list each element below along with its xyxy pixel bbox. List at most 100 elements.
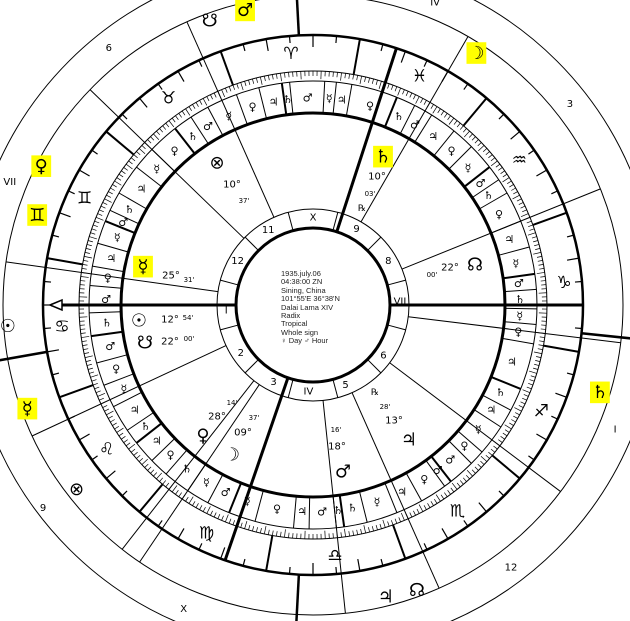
term-degree-tick bbox=[138, 148, 146, 155]
term-boundary-line bbox=[280, 83, 288, 116]
house-number-divider bbox=[287, 379, 294, 398]
term-degree-tick bbox=[85, 248, 91, 250]
term-boundary-line bbox=[471, 179, 499, 199]
term-degree-tick bbox=[522, 389, 531, 393]
term-degree-tick bbox=[87, 367, 93, 370]
chart-time: 04:38:00 ZN bbox=[281, 277, 323, 287]
zodiac-degree-tick bbox=[59, 212, 71, 218]
planet-venus-glyph: ♀ bbox=[196, 426, 209, 447]
zodiac-degree-tick bbox=[566, 257, 580, 261]
term-degree-tick bbox=[413, 510, 416, 516]
zodiac-degree-tick bbox=[463, 520, 469, 527]
term-ruler-glyph: ♀ bbox=[273, 502, 281, 515]
term-boundary-line bbox=[151, 438, 176, 461]
term-degree-tick bbox=[104, 198, 112, 203]
planet-part-of-fortune-glyph: ⊗ bbox=[209, 153, 224, 174]
zodiac-degree-tick bbox=[536, 433, 548, 441]
house-number-divider bbox=[287, 212, 294, 231]
term-degree-tick bbox=[507, 180, 512, 184]
planet-south-node-glyph: ☋ bbox=[137, 333, 153, 354]
term-ruler-glyph: ♂ bbox=[476, 177, 486, 190]
term-degree-tick bbox=[244, 81, 247, 87]
term-degree-tick bbox=[95, 390, 101, 393]
term-degree-tick bbox=[371, 526, 374, 532]
term-degree-tick bbox=[118, 173, 124, 178]
planet-moon-glyph: ☽ bbox=[224, 445, 240, 466]
term-degree-tick bbox=[477, 142, 482, 147]
term-boundary-line bbox=[430, 455, 452, 483]
planet-north-node-degree: 22° bbox=[441, 263, 459, 274]
term-degree-tick bbox=[520, 213, 529, 218]
term-degree-tick bbox=[340, 72, 342, 81]
term-boundary-line bbox=[109, 209, 140, 225]
outer-sun-glyph: ☉ bbox=[0, 316, 16, 337]
term-degree-tick bbox=[530, 375, 536, 378]
term-degree-tick bbox=[213, 92, 217, 98]
term-degree-tick bbox=[480, 455, 488, 462]
term-degree-tick bbox=[188, 496, 194, 504]
term-degree-tick bbox=[356, 529, 358, 535]
term-ruler-glyph: ♂ bbox=[410, 118, 420, 131]
term-degree-tick bbox=[136, 454, 141, 459]
term-ruler-glyph: ♄ bbox=[141, 420, 151, 433]
term-degree-tick bbox=[83, 260, 89, 262]
term-degree-tick bbox=[527, 232, 536, 236]
term-degree-tick bbox=[162, 480, 167, 485]
zodiac-degree-tick bbox=[423, 543, 428, 550]
term-degree-tick bbox=[471, 136, 476, 141]
outer-house-label-X: X bbox=[180, 604, 187, 615]
zodiac-degree-tick bbox=[52, 234, 60, 238]
term-degree-tick bbox=[540, 328, 546, 330]
term-degree-tick bbox=[485, 151, 490, 156]
chart-coords: 101°55'E 36°38'N bbox=[281, 294, 340, 304]
term-ruler-glyph: ♀ bbox=[514, 326, 522, 339]
outer-gemini-glyph: ♊ bbox=[29, 205, 45, 226]
term-ruler-glyph: ☿ bbox=[114, 231, 121, 244]
planet-jupiter-glyph: ♃ bbox=[401, 430, 417, 451]
outer-gemini-glyph-highlight bbox=[27, 204, 48, 226]
zodiac-degree-tick bbox=[478, 502, 488, 513]
zodiac-degree-tick bbox=[121, 113, 128, 120]
outer-mars-glyph: ♂ bbox=[237, 0, 253, 21]
zodiac-boundary-line bbox=[462, 97, 488, 127]
term-degree-tick bbox=[210, 510, 213, 516]
term-degree-tick bbox=[168, 120, 175, 128]
planet-saturn-glyph-highlight bbox=[373, 145, 393, 168]
term-boundary-line bbox=[322, 81, 326, 114]
zodiac-degree-tick bbox=[288, 566, 291, 575]
term-degree-tick bbox=[420, 98, 424, 103]
term-boundary-line bbox=[345, 84, 353, 117]
planet-jupiter-degree: 13° bbox=[385, 416, 403, 427]
outer-axis-line bbox=[295, 574, 301, 621]
term-degree-tick bbox=[336, 72, 338, 78]
term-degree-tick bbox=[94, 386, 100, 390]
term-degree-tick bbox=[112, 422, 117, 426]
term-degree-tick bbox=[94, 220, 100, 224]
term-degree-tick bbox=[444, 492, 448, 497]
house-label-8: 8 bbox=[385, 256, 391, 267]
outer-axis-line bbox=[295, 0, 301, 36]
house-label-IV: IV bbox=[304, 386, 314, 397]
term-degree-tick bbox=[80, 328, 86, 330]
term-degree-tick bbox=[159, 128, 164, 133]
zodiac-degree-tick bbox=[423, 60, 428, 67]
term-degree-tick bbox=[394, 518, 398, 524]
term-degree-tick bbox=[468, 133, 473, 138]
term-degree-tick bbox=[95, 217, 104, 221]
term-degree-tick bbox=[276, 531, 278, 537]
term-degree-tick bbox=[202, 507, 206, 512]
term-degree-tick bbox=[440, 110, 445, 116]
term-degree-tick bbox=[284, 529, 286, 538]
term-boundary-line bbox=[118, 192, 147, 210]
term-degree-tick bbox=[80, 280, 86, 282]
planet-mars-minute: 16' bbox=[331, 426, 342, 434]
term-ruler-glyph: ♄ bbox=[188, 130, 198, 143]
term-degree-tick bbox=[498, 167, 503, 171]
term-degree-tick bbox=[97, 392, 106, 397]
term-boundary-line bbox=[482, 394, 512, 411]
term-degree-tick bbox=[459, 480, 464, 485]
term-boundary-line bbox=[135, 422, 163, 444]
term-boundary-line bbox=[136, 166, 163, 188]
term-degree-tick bbox=[490, 157, 496, 162]
term-degree-tick bbox=[502, 173, 508, 178]
